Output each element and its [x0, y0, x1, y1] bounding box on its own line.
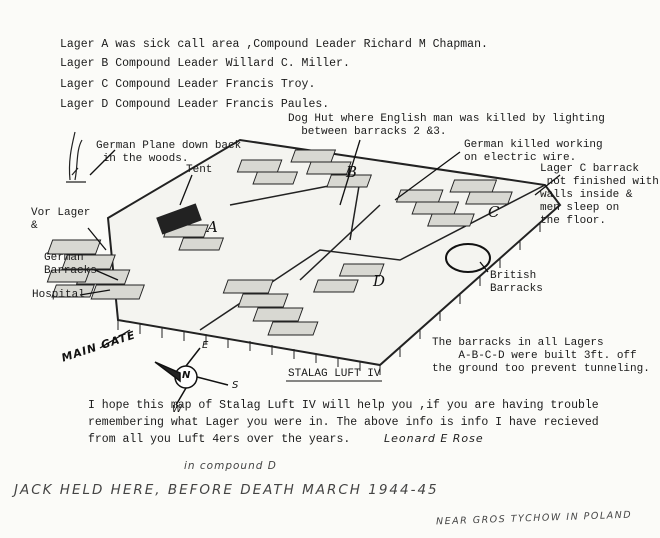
dog-hut-note: Dog Hut where English man was killed by …: [288, 113, 605, 138]
compound-a-label: A: [207, 218, 218, 236]
german-plane-note: German Plane down back in the woods.: [96, 140, 242, 165]
tree-sketch: [66, 131, 86, 183]
lager-b-line: Lager B Compound Leader Willard C. Mille…: [60, 57, 350, 70]
barracks-note: The barracks in all Lagers A-B-C-D were …: [432, 337, 650, 375]
handwritten-jack-held-note: JACK HELD HERE, BEFORE DEATH MARCH 1944-…: [14, 482, 439, 498]
compass-w: W: [172, 404, 183, 415]
compass-n: N: [182, 370, 192, 381]
compass-rose: [154, 347, 229, 406]
german-killed-note: German killed working on electric wire.: [464, 139, 603, 164]
german-barracks-label: German Barracks: [44, 252, 97, 277]
lager-d-line: Lager D Compound Leader Francis Paules.: [60, 98, 330, 111]
lager-a-line: Lager A was sick call area ,Compound Lea…: [60, 38, 488, 51]
handwritten-compound-note: in compound D: [184, 460, 277, 472]
hospital-label: Hospital: [32, 289, 85, 301]
compass-s: S: [232, 380, 240, 391]
tent-shape: [156, 203, 202, 235]
british-barracks-label: British Barracks: [490, 270, 543, 295]
compound-d-label: D: [373, 272, 386, 290]
footer-message: I hope this map of Stalag Luft IV will h…: [88, 399, 599, 446]
british-barracks-circle: [445, 243, 491, 273]
tent-label: Tent: [186, 164, 213, 176]
compound-b-label: B: [346, 163, 358, 181]
compass-e: E: [202, 340, 210, 351]
lager-c-barrack-note: Lager C barrack not finished with walls …: [540, 163, 659, 227]
stalag-title: STALAG LUFT IV: [288, 368, 381, 380]
signature: Leonard E Rose: [384, 432, 484, 445]
lager-c-line: Lager C Compound Leader Francis Troy.: [60, 78, 316, 91]
compound-c-label: C: [488, 203, 500, 221]
vor-lager-label: Vor Lager &: [31, 207, 91, 232]
